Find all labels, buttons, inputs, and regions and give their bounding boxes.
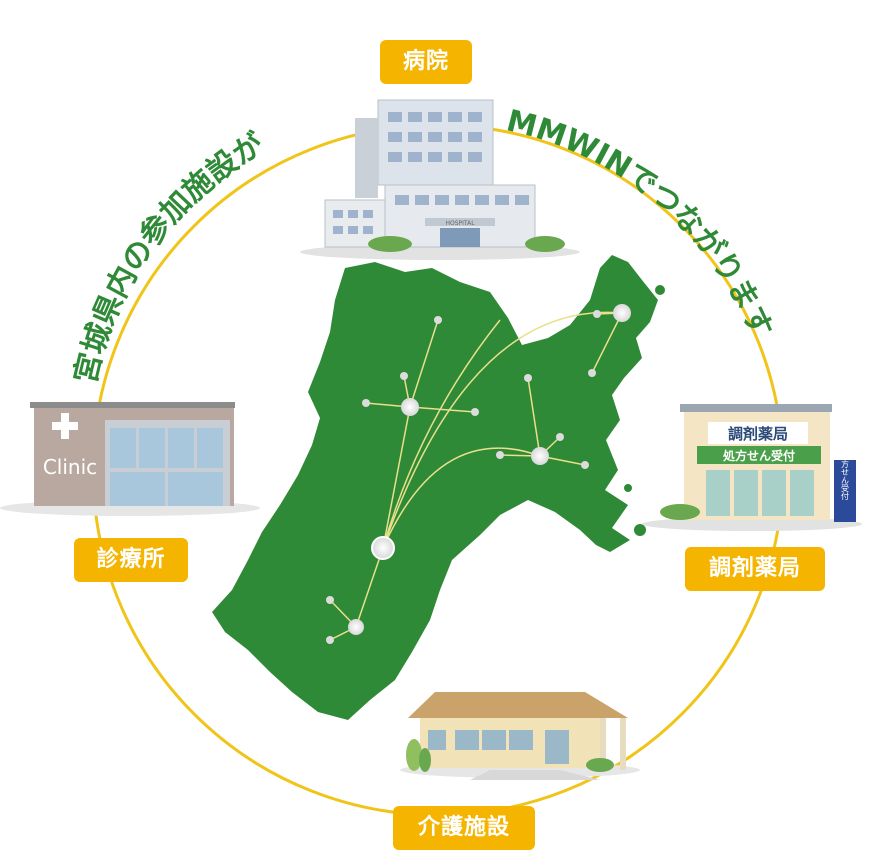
care-facility-illustration [400, 692, 640, 780]
island [634, 524, 646, 536]
network-nodes [326, 304, 631, 644]
svg-text:Clinic: Clinic [43, 455, 97, 479]
island [655, 285, 665, 295]
svg-text:HOSPITAL: HOSPITAL [445, 220, 475, 227]
hospital-illustration: HOSPITAL [300, 99, 580, 260]
clinic-illustration: Clinic [0, 402, 260, 516]
island [624, 484, 632, 492]
miyagi-map [212, 255, 658, 720]
headline-left: 宮城県内の参加施設が [68, 127, 270, 387]
hospital-label: 病院 [380, 40, 472, 84]
pharmacy-illustration: 調剤薬局 処方せん受付 処方せん受付 [642, 404, 862, 531]
network-links [329, 311, 623, 641]
care-facility-label: 介護施設 [393, 806, 535, 850]
svg-text:処方せん受付: 処方せん受付 [841, 451, 850, 501]
pharmacy-label: 調剤薬局 [685, 547, 825, 591]
svg-text:処方せん受付: 処方せん受付 [722, 448, 795, 463]
clinic-label: 診療所 [74, 538, 188, 582]
svg-text:調剤薬局: 調剤薬局 [728, 425, 788, 443]
